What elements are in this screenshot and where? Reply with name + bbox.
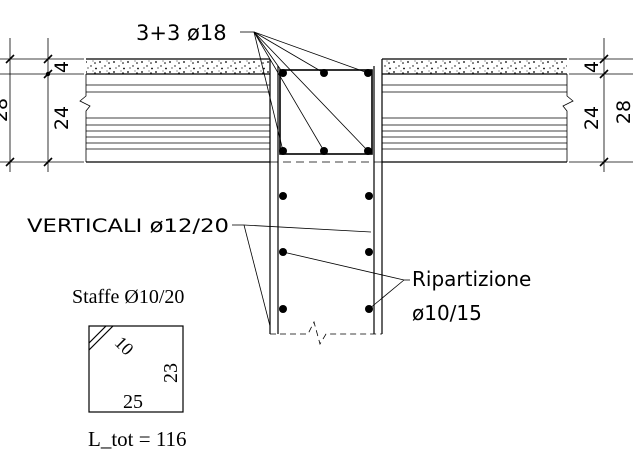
dim-stirrup-width: 25	[123, 391, 143, 413]
dim-right-topping: 4	[581, 61, 603, 73]
dim-left-topping: 4	[51, 61, 73, 73]
dimension-right	[569, 38, 633, 172]
dim-left-total: 28	[0, 98, 12, 122]
dim-right-total: 28	[613, 100, 633, 124]
dim-stirrup-hook: 10	[111, 332, 138, 359]
rebar-bars	[279, 69, 373, 313]
leader-lines	[232, 31, 410, 327]
right-slab	[382, 58, 574, 163]
ripartizione-label: Ripartizione	[412, 267, 531, 291]
dim-left-slab: 24	[51, 106, 73, 130]
stirrup-shape	[88, 325, 184, 413]
wall-section	[269, 59, 383, 346]
dim-stirrup-height: 23	[160, 363, 182, 383]
ripartizione-spacing-label: ø10/15	[412, 301, 482, 325]
dim-right-slab: 24	[581, 106, 603, 130]
top-rebar-label: 3+3 ø18	[136, 21, 227, 45]
dimension-left	[0, 38, 84, 172]
verticali-label: VERTICALI ø12/20	[27, 215, 229, 237]
l-tot-label: L_tot = 116	[88, 427, 187, 451]
staffe-label: Staffe Ø10/20	[72, 286, 184, 308]
left-slab	[79, 58, 270, 163]
